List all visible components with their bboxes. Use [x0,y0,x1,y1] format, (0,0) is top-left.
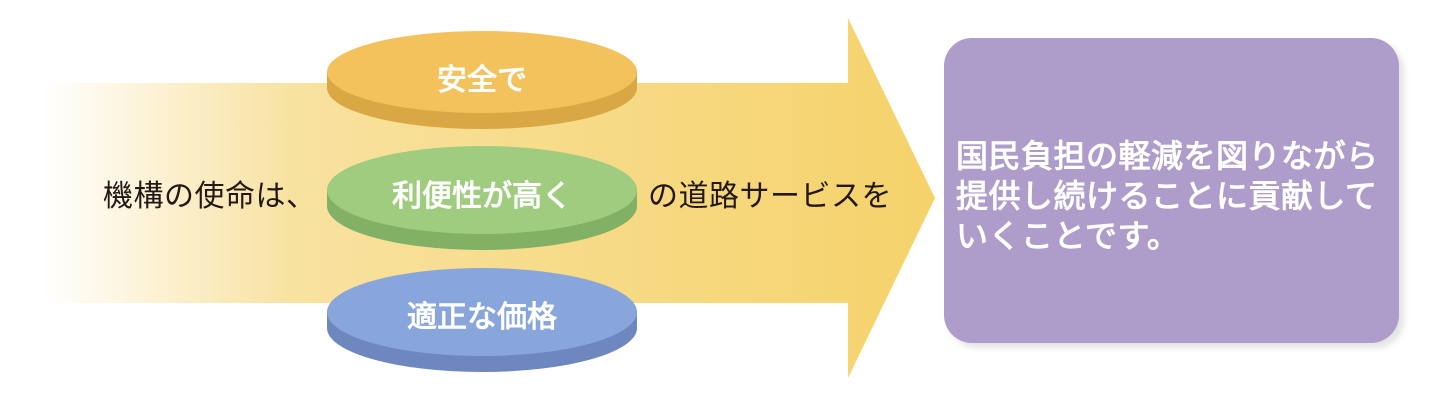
result-box-shape [944,38,1399,343]
result-line-3: いくことです。 [956,217,1180,255]
attribute-label-fair-price: 適正な価格 [407,300,557,335]
result-line-2: 提供し続けることに貢献して [956,177,1378,215]
attribute-disc-safe [327,31,637,129]
attribute-disc-convenient [327,146,637,250]
result-text: 国民負担の軽減を図りながら 提供し続けることに貢献して いくことです。 [956,136,1381,256]
result-line-1: 国民負担の軽減を図りながら [956,137,1379,175]
attribute-label-safe: 安全で [437,63,527,98]
attribute-label-convenient: 利便性が高く [392,179,572,214]
connector-text: の道路サービスを [648,179,892,214]
attribute-disc-fair-price [327,268,637,372]
intro-text: 機構の使命は、 [103,179,317,214]
